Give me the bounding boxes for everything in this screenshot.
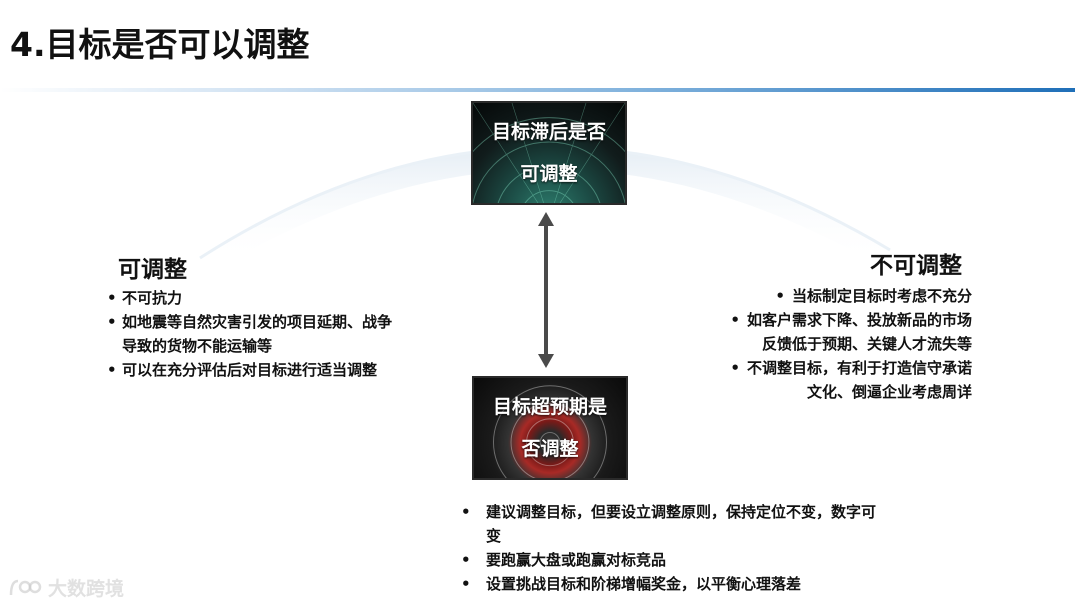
not-adjustable-heading: 不可调整 — [870, 246, 962, 280]
adjustable-list: 不可抗力 如地震等自然灾害引发的项目延期、战争导致的货物不能运输等 可以在充分评… — [104, 286, 404, 382]
list-item-continuation: 文化、倒逼企业考虑周详 — [660, 380, 972, 404]
list-item: 如地震等自然灾害引发的项目延期、战争导致的货物不能运输等 — [104, 310, 404, 358]
watermark-text: 大数跨境 — [48, 574, 124, 601]
double-arrow-icon — [536, 212, 556, 368]
exceeding-advice-list: 建议调整目标，但要设立调整原则，保持定位不变，数字可变 要跑赢大盘或跑赢对标竞品… — [458, 500, 878, 596]
page-title: 4.目标是否可以调整 — [10, 18, 310, 66]
card-top-line-1: 目标滞后是否 — [492, 111, 606, 153]
list-item: 设置挑战目标和阶梯增幅奖金，以平衡心理落差 — [458, 572, 878, 596]
card-bottom-line-2: 否调整 — [493, 428, 607, 470]
list-item: 建议调整目标，但要设立调整原则，保持定位不变，数字可变 — [458, 500, 878, 548]
list-item: •当标制定目标时考虑不充分 — [660, 284, 972, 308]
not-adjustable-list: •当标制定目标时考虑不充分 •如客户需求下降、投放新品的市场 反馈低于预期、关键… — [660, 284, 972, 404]
title-underline — [0, 88, 1075, 92]
card-top-line-2: 可调整 — [492, 153, 606, 195]
card-bottom-line-1: 目标超预期是 — [493, 386, 607, 428]
list-item: 可以在充分评估后对目标进行适当调整 — [104, 358, 404, 382]
list-item-continuation: 反馈低于预期、关键人才流失等 — [660, 332, 972, 356]
adjustable-heading: 可调整 — [118, 250, 187, 284]
list-item: •如客户需求下降、投放新品的市场 — [660, 308, 972, 332]
list-item: •不调整目标，有利于打造信守承诺 — [660, 356, 972, 380]
watermark-logo-icon — [8, 577, 42, 599]
list-item: 要跑赢大盘或跑赢对标竞品 — [458, 548, 878, 572]
card-target-exceeding: 目标超预期是 否调整 — [472, 376, 628, 480]
card-target-lagging: 目标滞后是否 可调整 — [471, 101, 627, 205]
watermark: 大数跨境 — [8, 574, 124, 601]
list-item: 不可抗力 — [104, 286, 404, 310]
